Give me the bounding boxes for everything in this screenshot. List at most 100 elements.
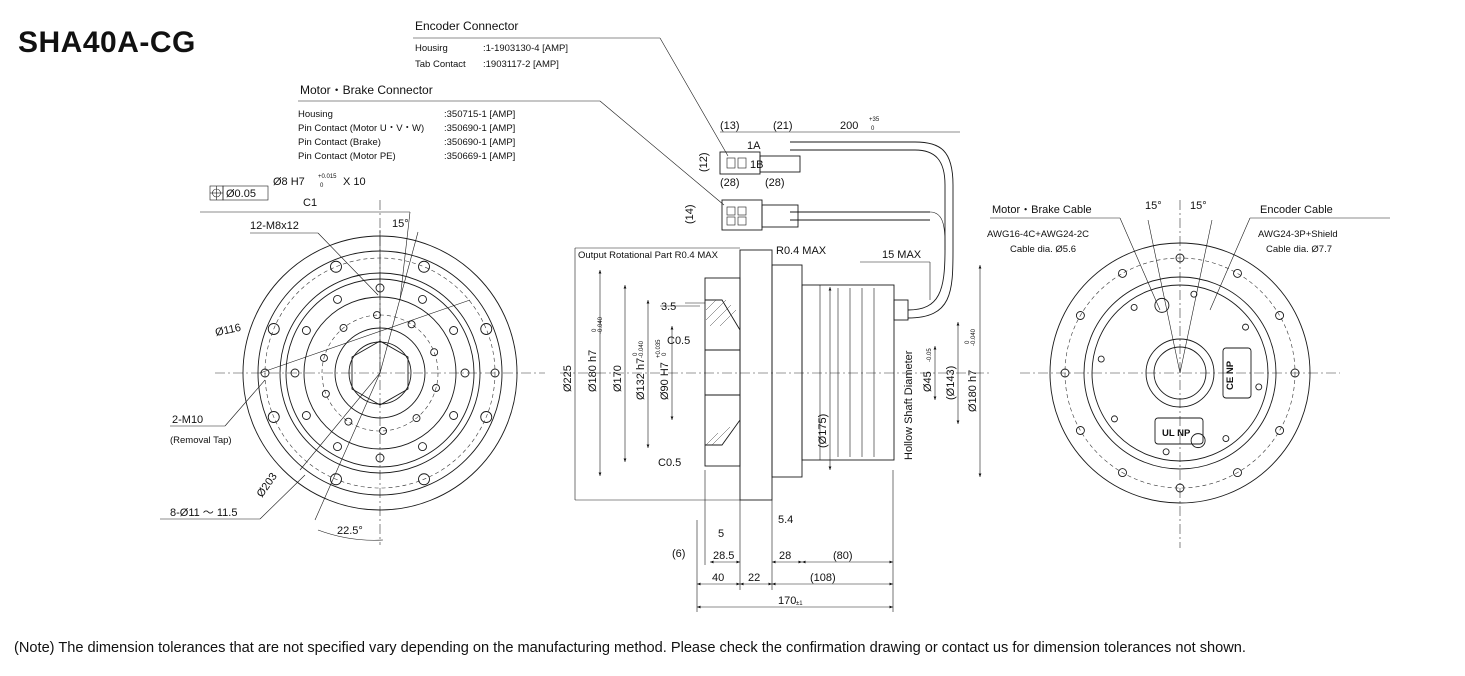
tol-90-lower: 0 [662,352,668,356]
mount-hole [1275,311,1285,320]
mount-hole [1175,483,1185,493]
motor-brake-cable-dia: Cable dia. Ø5.6 [1010,244,1076,255]
ul-label: UL NP [1162,428,1191,439]
dim-13: (13) [720,120,740,132]
screw-hole [1222,435,1230,442]
encoder-housing-label: Housirg [415,43,448,54]
tap-hole [333,442,342,452]
mount-hole [418,260,430,273]
label-1b: 1B [750,159,763,171]
cable-gland [1154,297,1170,313]
dia-143: (Ø143) [945,366,957,400]
dim-170-tol: ±1 [796,601,803,607]
tap-hole [290,368,300,378]
chamfer-c05-top: C0.5 [667,335,690,347]
pin-hole [321,389,330,398]
mount-hole [1075,311,1085,320]
encoder-connector-heading: Encoder Connector [415,19,518,33]
removal-tap-hole [260,368,270,378]
mount-hole [480,323,493,335]
pin-hole-tol-lower: 0 [320,183,324,189]
dia-132-h7: Ø132 h7 [635,358,647,400]
dim-200-tol-lower: 0 [871,126,875,132]
dim-12: (12) [698,152,710,172]
mount-hole [418,473,430,486]
angle-15-right-view-left: 15° [1145,200,1162,212]
mount-hole [1118,268,1127,278]
dim-6: (6) [672,548,685,560]
mount-hole [1233,468,1242,478]
tap-hole [418,294,427,304]
encoder-contact-label: Tab Contact [415,59,466,70]
pin-hole [339,323,348,332]
tol-132-upper: 0 [633,352,639,356]
dim-108: (108) [810,572,836,584]
dim-28-b: (28) [765,177,785,189]
tap-hole [375,453,385,463]
tol-132-lower: -0.040 [639,340,645,358]
dia-175: (Ø175) [817,414,829,448]
angle-22-5: 22.5° [337,525,363,537]
mount-hole [1290,368,1300,378]
motor-pin-uvw-label: Pin Contact (Motor U・V・W) [298,123,424,134]
dim-5-4: 5.4 [778,514,793,526]
removal-tap-note: (Removal Tap) [170,435,232,446]
dim-5: 5 [718,528,724,540]
encoder-cable-spec: AWG24-3P+Shield [1258,229,1338,240]
tap-hole [418,442,427,452]
mount-hole [1175,253,1185,263]
dia-180-h7-left: Ø180 h7 [587,350,599,392]
pin-hole [407,320,416,329]
output-rotational-part: Output Rotational Part R0.4 MAX [578,250,719,261]
motor-housing-label: Housing [298,109,333,120]
model-title: SHA40A-CG [18,26,196,59]
mount-hole [267,411,280,423]
tol-180-right-upper: 0 [965,340,971,344]
mount-hole [1275,426,1285,435]
pin-hole-tol-upper: +0.015 [318,174,337,180]
pin-hole [320,354,328,362]
motor-pin-pe-value: :350669-1 [AMP] [444,151,515,162]
pin-hole [430,348,439,357]
motor-pin-pe-label: Pin Contact (Motor PE) [298,151,396,162]
screw-hole [1242,323,1249,331]
dim-200-tol-upper: +35 [869,117,880,123]
dim-22: 22 [748,572,760,584]
pin-hole-dia: Ø8 H7 [273,176,305,188]
tol-180-right-lower: -0.040 [971,328,977,346]
label-1a: 1A [747,140,761,152]
side-section-view [560,131,990,612]
tolerance-note: (Note) The dimension tolerances that are… [14,640,1246,656]
motor-brake-cable-label: Motor・Brake Cable [992,204,1092,216]
angle-15-left-view: 15° [392,218,409,230]
dim-28-a: (28) [720,177,740,189]
mount-hole [330,473,342,486]
dim-14: (14) [684,204,696,224]
motor-housing-value: :350715-1 [AMP] [444,109,515,120]
dia-45: Ø45 [922,371,934,392]
removal-tap: 2-M10 [172,414,203,426]
position-tolerance: Ø0.05 [226,188,256,200]
motor-brake-cable-spec: AWG16-4C+AWG24-2C [987,229,1089,240]
mount-hole [1118,468,1127,478]
angle-15-right-view-right: 15° [1190,200,1207,212]
encoder-cable-dia: Cable dia. Ø7.7 [1266,244,1332,255]
pin-hole [344,417,353,426]
mount-hole [1075,426,1085,435]
dim-40: 40 [712,572,724,584]
mount-hole [330,260,342,273]
dia-90-H7: Ø90 H7 [659,362,671,400]
dim-200: 200 [840,120,858,132]
screw-hole [1130,304,1138,311]
motor-pin-uvw-value: :350690-1 [AMP] [444,123,515,134]
mount-hole [267,323,280,335]
motor-connector-heading: Motor・Brake Connector [300,83,433,97]
pin-hole [412,414,421,423]
tap-hole [333,294,342,304]
encoder-housing-value: :1-1903130-4 [AMP] [483,43,568,54]
screw-hole [1111,415,1118,423]
dia-180-h7-right: Ø180 h7 [967,370,979,412]
mount-hole [1233,268,1242,278]
dia-203: Ø203 [255,471,280,500]
